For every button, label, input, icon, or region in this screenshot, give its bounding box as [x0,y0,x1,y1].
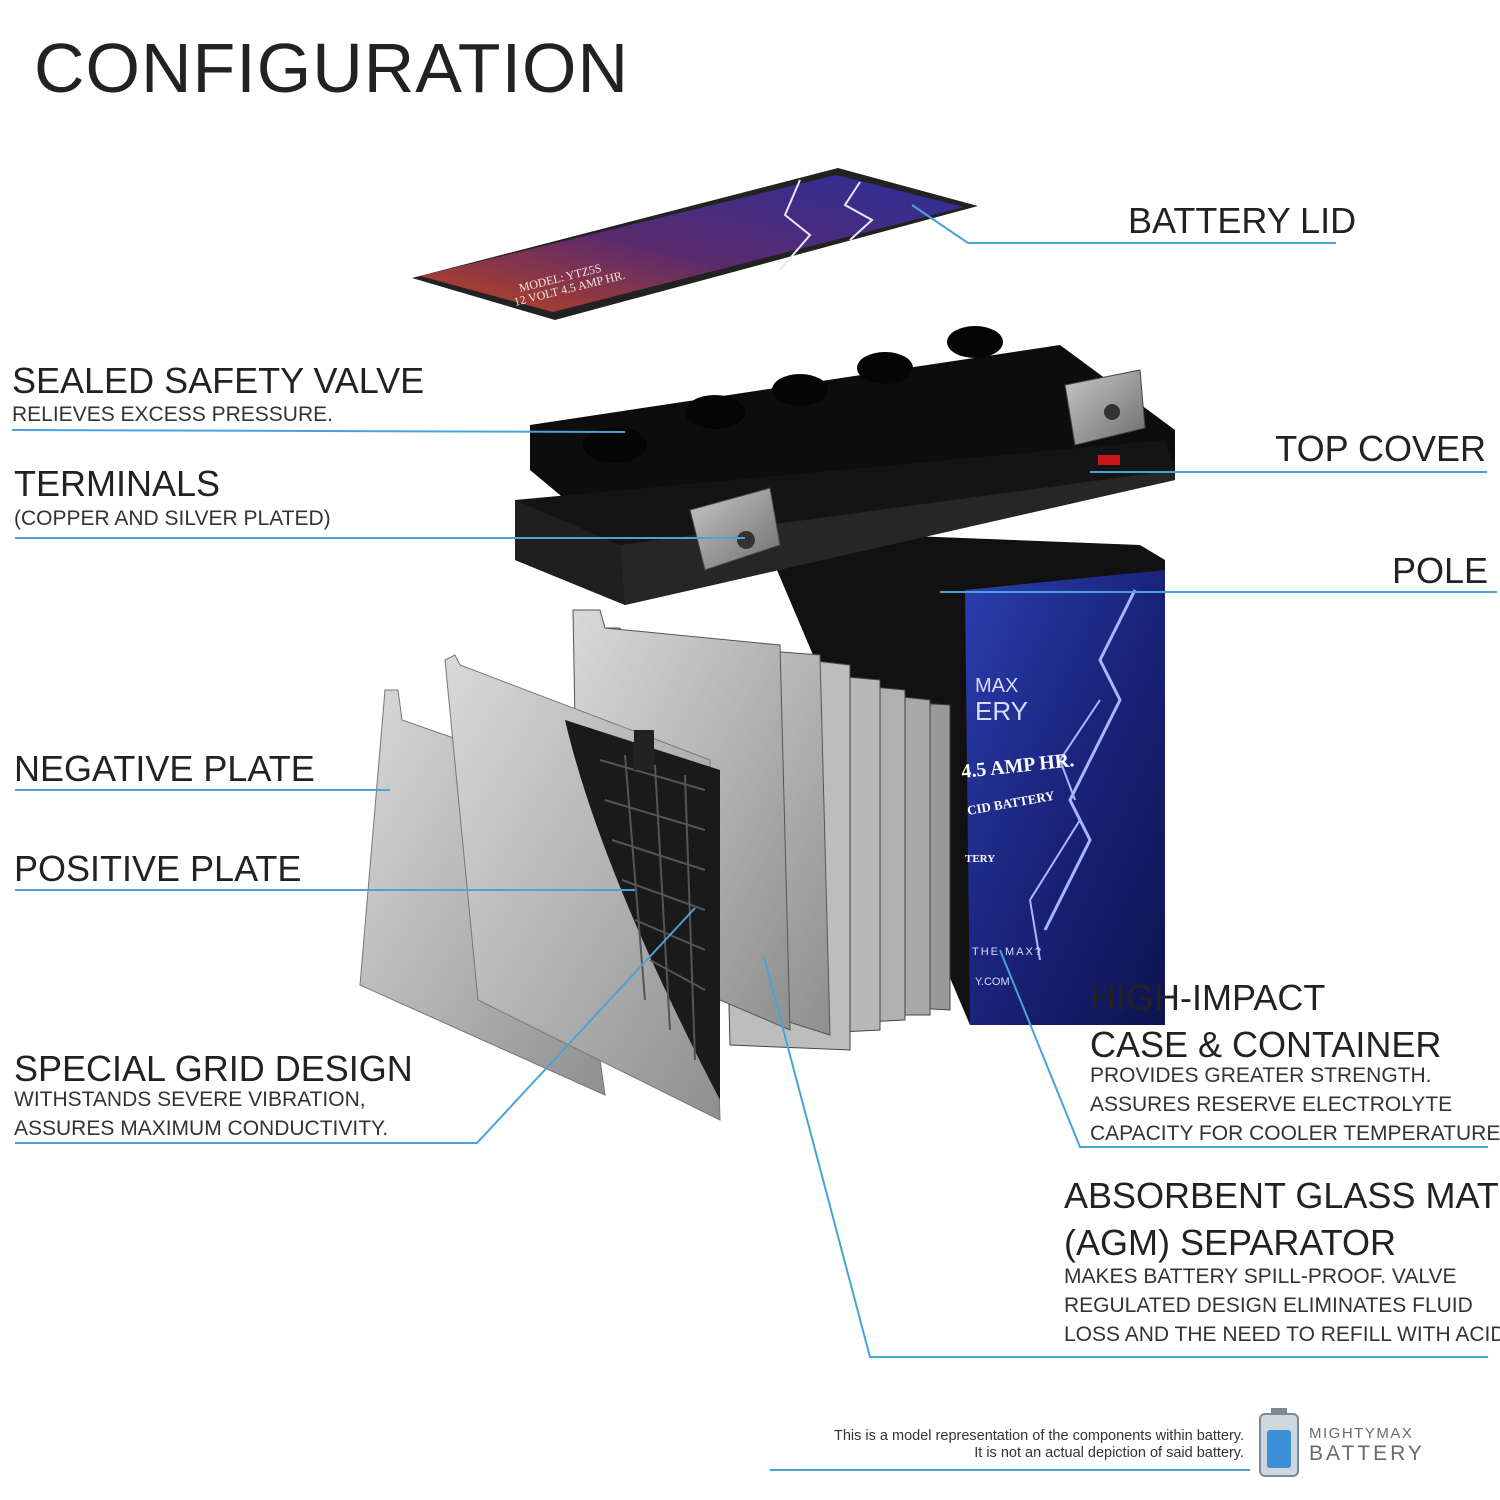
desc-high-impact-case-1: PROVIDES GREATER STRENGTH. [1090,1064,1432,1087]
label-sealed-safety-valve: SEALED SAFETY VALVE [12,360,425,401]
desc-high-impact-case-2: ASSURES RESERVE ELECTROLYTE [1090,1093,1453,1116]
page-title: CONFIGURATION [34,29,630,107]
label-special-grid-design: SPECIAL GRID DESIGN [14,1048,413,1089]
desc-agm-separator-3: LOSS AND THE NEED TO REFILL WITH ACID. [1064,1323,1500,1346]
brand-subname: BATTERY [1309,1442,1425,1465]
case-brand-text-1: MAX [975,675,1018,697]
desc-high-impact-case-3: CAPACITY FOR COOLER TEMPERATURES. [1090,1122,1500,1145]
case-container: MAX ERY 4.5 AMP HR. CID BATTERY TERY THE… [760,530,1165,1025]
label-pole: POLE [1391,550,1488,591]
label-agm-separator-2: (AGM) SEPARATOR [1064,1222,1397,1263]
exploded-plates [359,654,721,1121]
desc-sealed-safety-valve: RELIEVES EXCESS PRESSURE. [12,403,333,426]
desc-terminals: (COPPER AND SILVER PLATED) [14,507,331,530]
terminal-negative [689,487,781,571]
label-agm-separator-1: ABSORBENT GLASS MAT [1064,1175,1499,1216]
disclaimer-line-1: This is a model representation of the co… [834,1428,1244,1444]
brand-logo-icon [1259,1408,1299,1477]
case-brand-text-2: ERY [975,696,1028,726]
label-positive-plate: POSITIVE PLATE [14,848,302,889]
battery-lid-sticker: MODEL: YTZ5S 12 VOLT 4.5 AMP HR. [412,168,978,320]
label-negative-plate: NEGATIVE PLATE [14,748,315,789]
label-battery-lid: BATTERY LID [1128,200,1357,241]
case-tag-text: TERY [965,853,995,865]
leader-lines [11,204,1497,1471]
desc-agm-separator-2: REGULATED DESIGN ELIMINATES FLUID [1064,1294,1473,1317]
case-slogan-text: THE MAX? [972,946,1043,958]
desc-agm-separator-1: MAKES BATTERY SPILL-PROOF. VALVE [1064,1265,1457,1288]
label-top-cover: TOP COVER [1275,428,1486,469]
brand-name: MIGHTYMAX [1309,1425,1414,1442]
desc-special-grid-design-1: WITHSTANDS SEVERE VIBRATION, [14,1088,366,1111]
case-url-text: Y.COM [975,976,1010,988]
disclaimer-line-2: It is not an actual depiction of said ba… [974,1445,1244,1462]
terminal-positive [1064,369,1146,465]
disclaimer: This is a model representation of the co… [834,1428,1244,1463]
label-high-impact-case-1: HIGH-IMPACT [1090,977,1326,1018]
label-terminals: TERMINALS [14,463,221,504]
label-high-impact-case-2: CASE & CONTAINER [1090,1024,1442,1065]
desc-special-grid-design-2: ASSURES MAXIMUM CONDUCTIVITY. [14,1117,389,1140]
top-cover [515,326,1175,605]
